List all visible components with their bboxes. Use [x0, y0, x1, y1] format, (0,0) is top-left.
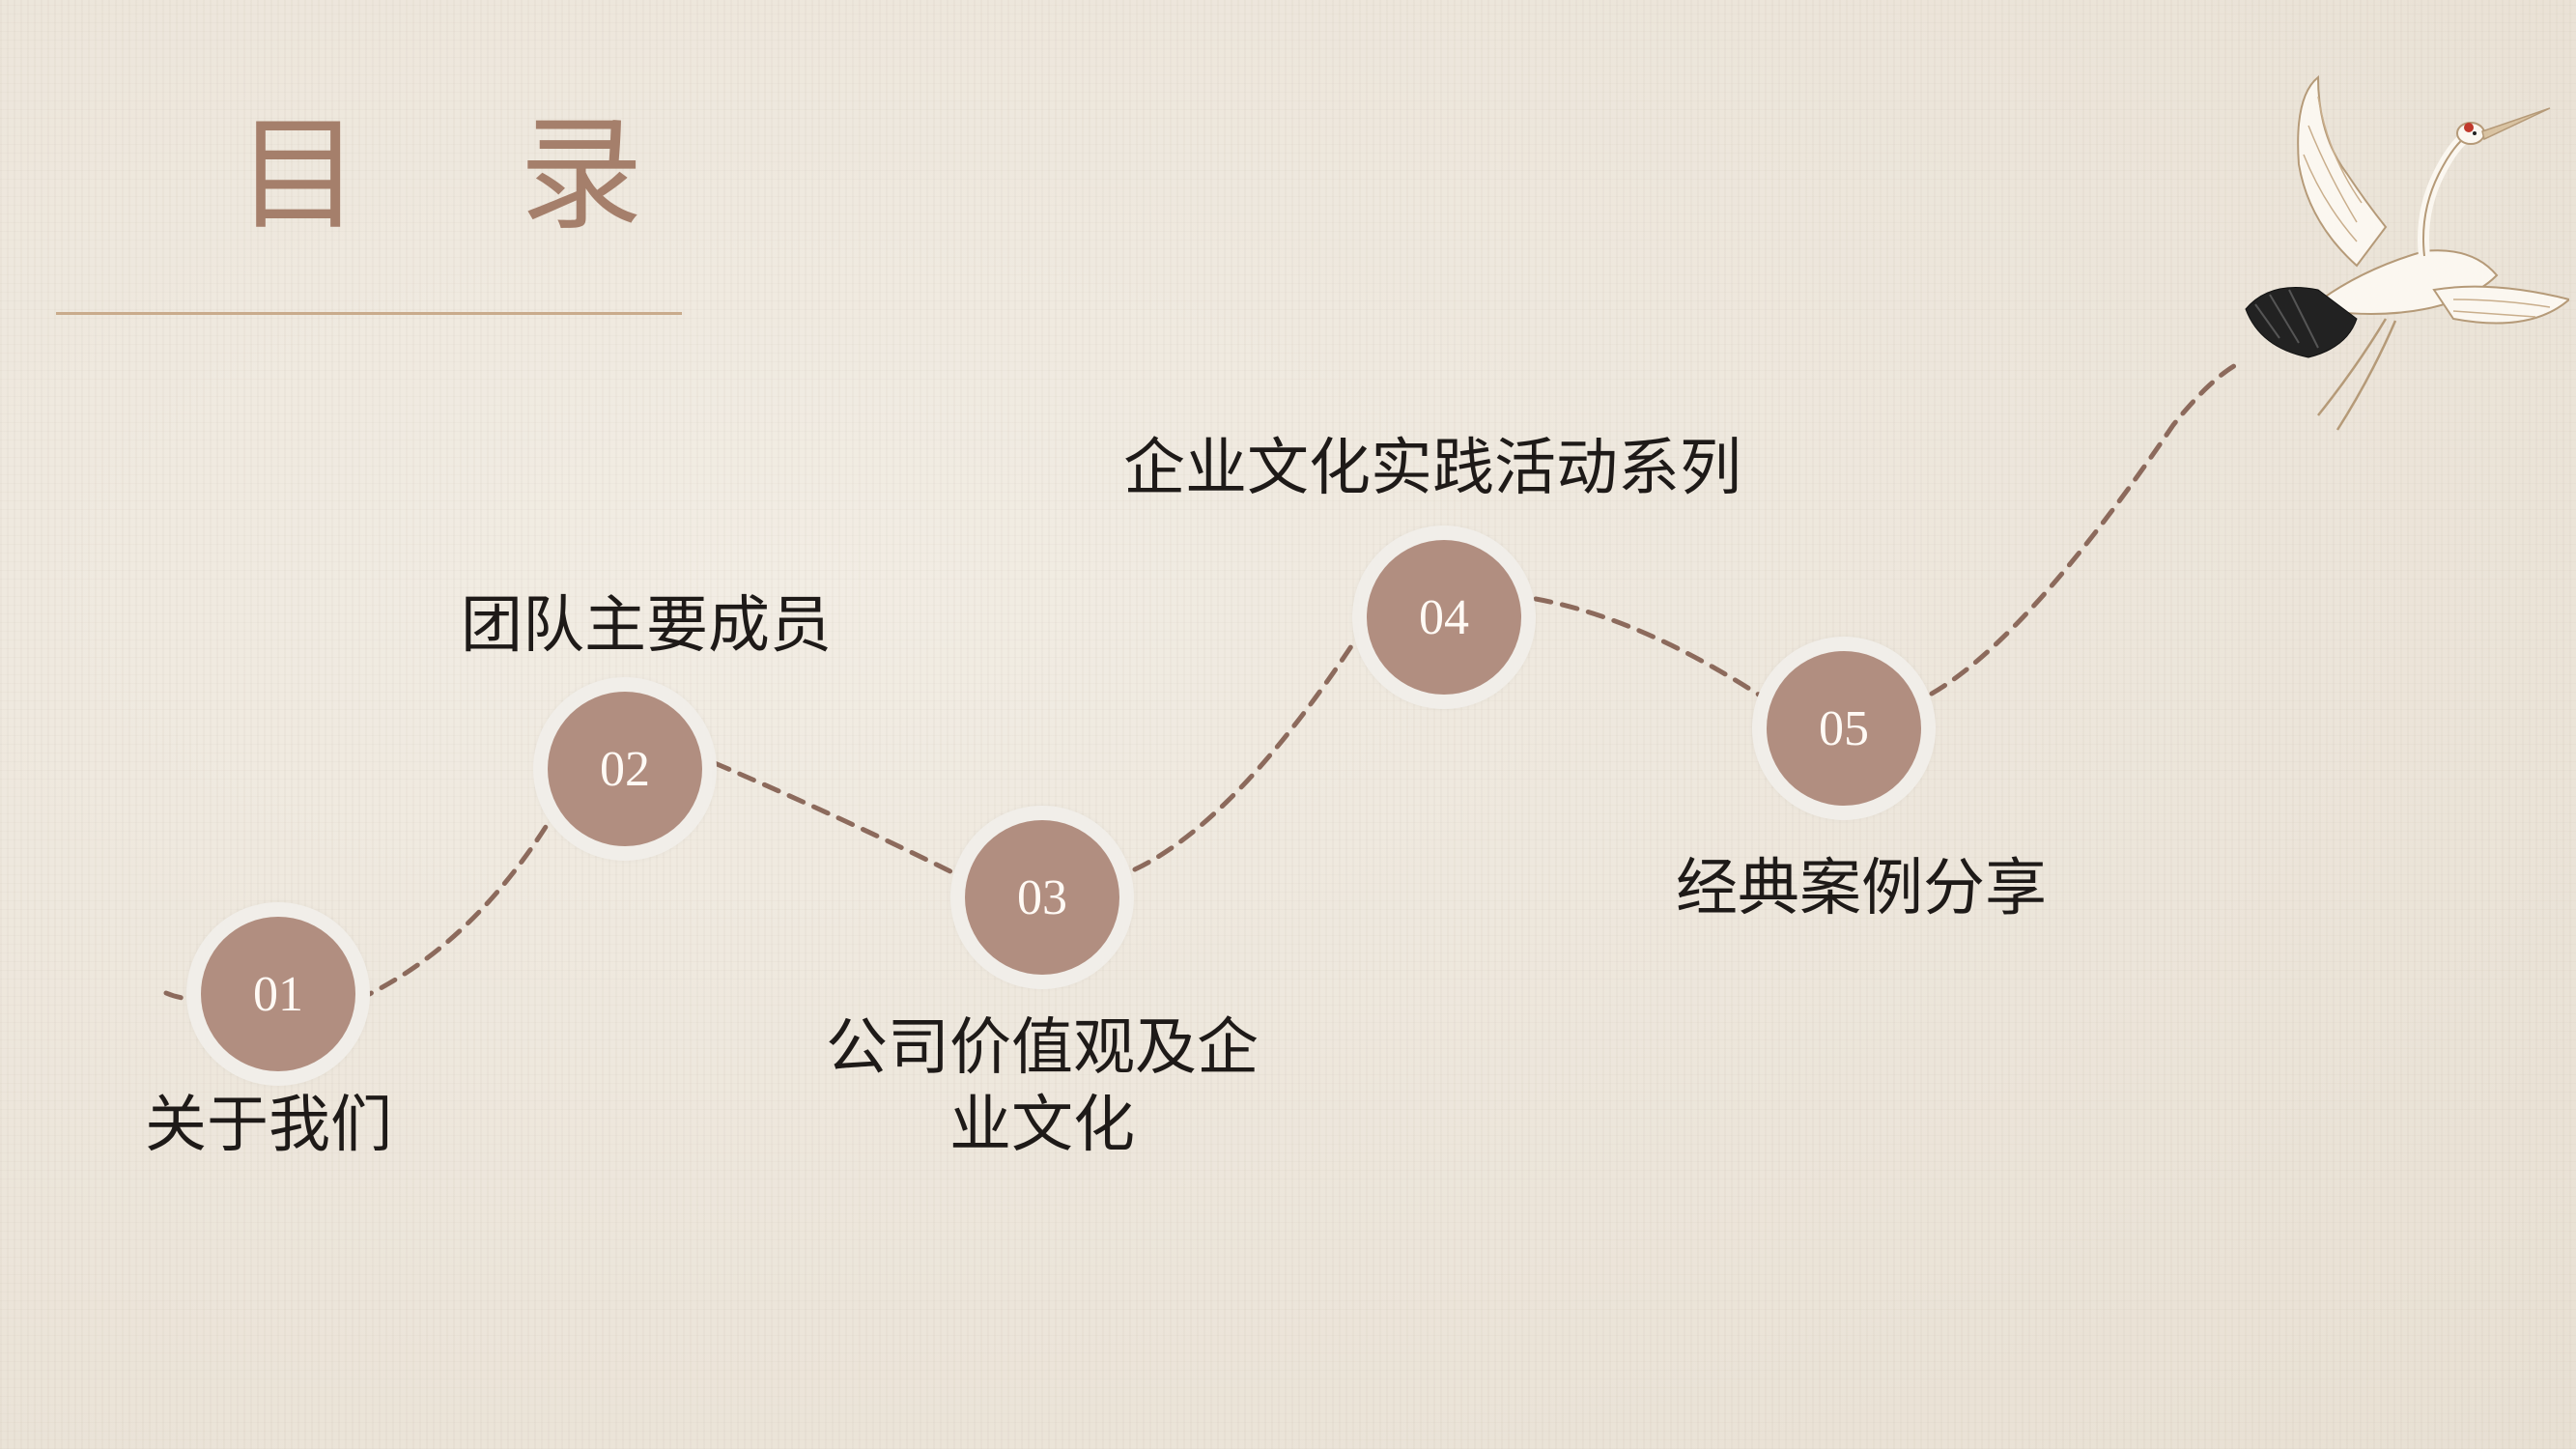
- toc-item-05-badge[interactable]: 05: [1752, 637, 1936, 820]
- toc-item-03-badge[interactable]: 03: [950, 806, 1134, 989]
- toc-item-05-number: 05: [1767, 651, 1921, 806]
- toc-item-04-badge[interactable]: 04: [1352, 526, 1536, 709]
- toc-item-02-badge[interactable]: 02: [533, 677, 717, 861]
- page-title: 目 录: [237, 103, 703, 247]
- toc-item-03-label[interactable]: 公司价值观及企 业文化: [819, 1009, 1265, 1164]
- toc-item-01-badge[interactable]: 01: [186, 902, 370, 1086]
- toc-item-04-number: 04: [1367, 540, 1521, 695]
- toc-item-01-label[interactable]: 关于我们: [145, 1090, 392, 1161]
- toc-item-05-label[interactable]: 经典案例分享: [1676, 853, 2047, 924]
- toc-item-03-number: 03: [965, 820, 1119, 975]
- toc-item-04-label[interactable]: 企业文化实践活动系列: [1123, 433, 1741, 504]
- toc-item-03-label-line1: 公司价值观及企: [826, 1012, 1259, 1084]
- toc-item-03-label-line2: 业文化: [949, 1090, 1135, 1161]
- toc-item-02-number: 02: [548, 692, 702, 846]
- toc-item-02-label[interactable]: 团队主要成员: [461, 590, 832, 662]
- crane-illustration: [2245, 74, 2569, 431]
- title-underline: [56, 312, 682, 315]
- toc-item-01-number: 01: [201, 917, 355, 1071]
